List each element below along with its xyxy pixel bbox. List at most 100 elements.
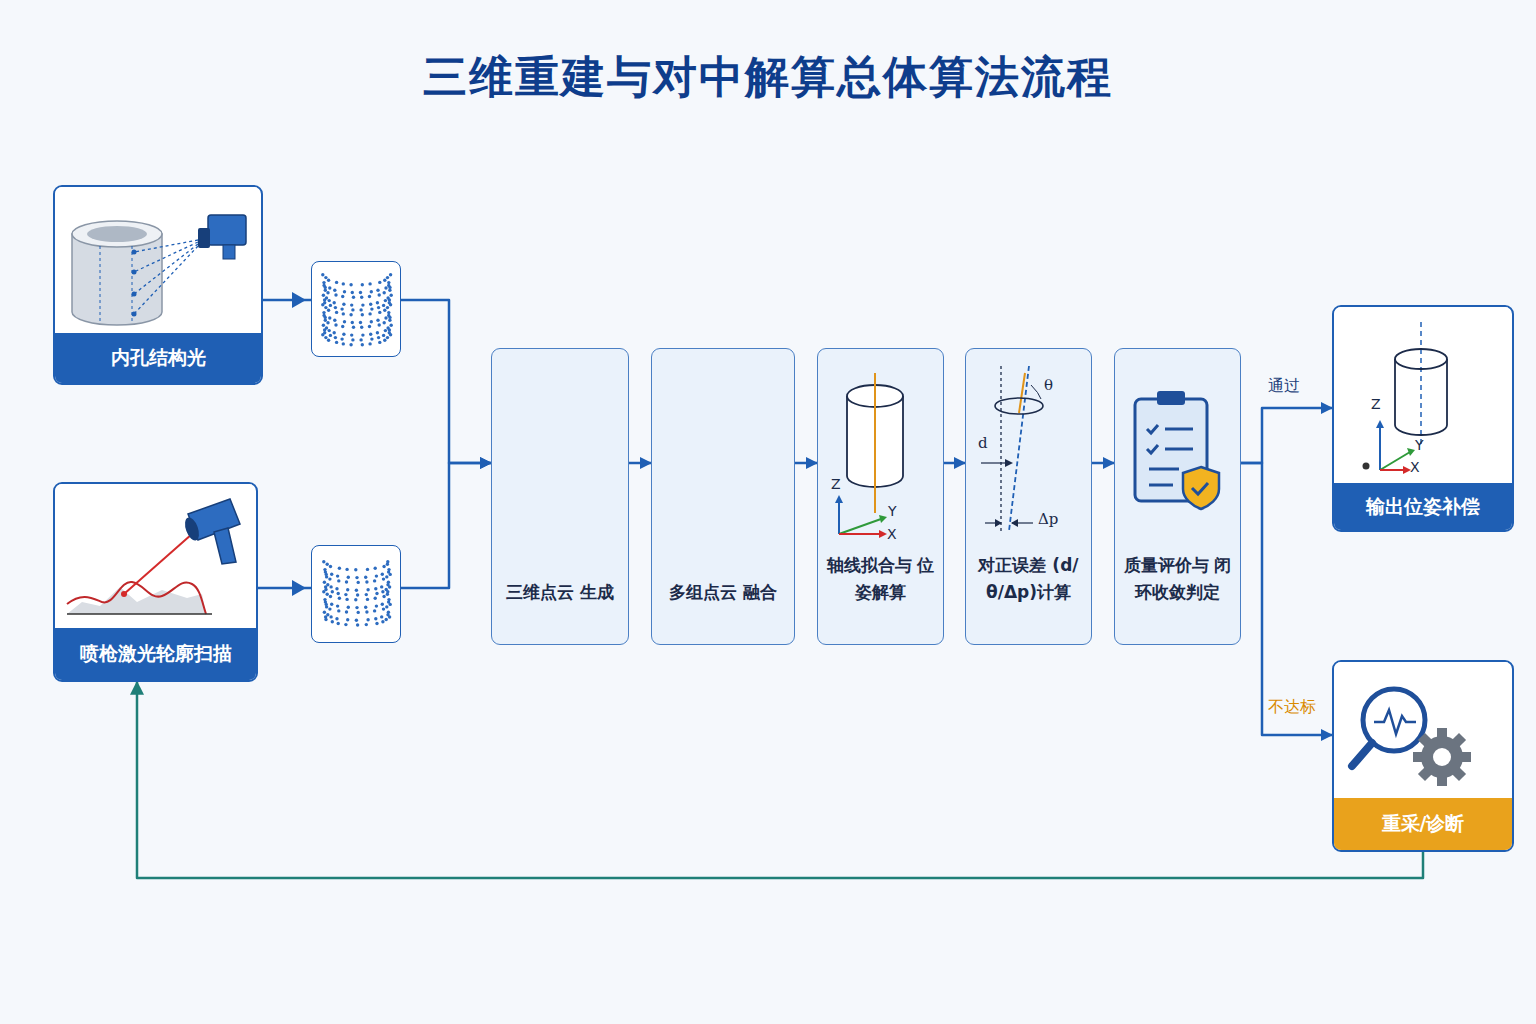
illustration-stroke: [384, 286, 387, 289]
illustration-stroke: [344, 623, 347, 626]
illustration-stroke: [1000, 366, 1001, 531]
flow-connector: [258, 463, 491, 588]
illustration-stroke: [321, 273, 393, 346]
flow-connector: [629, 462, 651, 465]
illustration-stroke: [351, 291, 354, 294]
illustration-stroke: [373, 579, 376, 582]
illustration-stroke: [337, 609, 340, 612]
illustration-stroke: [321, 333, 324, 336]
illustration-stroke: [328, 329, 331, 332]
illustration-stroke: [381, 603, 384, 606]
illustration-stroke: [333, 319, 336, 322]
illustration-stroke: [324, 336, 327, 339]
diagnosis-card: 重采/诊断: [1332, 660, 1514, 852]
illustration-stroke: [67, 613, 212, 615]
illustration-stroke: [337, 579, 340, 582]
illustration-stroke: [380, 585, 383, 588]
node-label: 质量评价与 闭环收敛判定: [1121, 552, 1234, 606]
illustration-stroke: [368, 325, 371, 328]
illustration-stroke: [364, 606, 367, 609]
illustration-stroke: [388, 328, 391, 331]
axis-symbol: θ: [1044, 376, 1053, 394]
illustration-stroke: [387, 281, 390, 284]
node-label: 轴线拟合与 位姿解算: [824, 552, 937, 606]
axis-symbol: X: [887, 526, 897, 542]
illustration-stroke: [359, 338, 362, 341]
illustration-stroke: [331, 590, 334, 593]
illustration-stroke: [335, 311, 338, 314]
illustration-stroke: [384, 299, 387, 302]
illustration-stroke: [995, 519, 1002, 527]
illustration-stroke: [366, 618, 369, 621]
process-box: 轴线拟合与 位姿解算: [817, 348, 944, 645]
illustration-stroke: [1376, 420, 1384, 428]
illustration-stroke: [369, 333, 372, 336]
illustration-stroke: [366, 568, 369, 571]
node-label: 三维点云 生成: [506, 579, 614, 606]
illustration-stroke: [335, 341, 338, 344]
node-label: 内孔结构光: [111, 345, 206, 371]
illustration-stroke: [326, 291, 329, 294]
illustration-stroke: [383, 309, 386, 312]
illustration-stroke: [330, 573, 333, 576]
illustration-stroke: [100, 246, 101, 322]
illustration-stroke: [340, 307, 343, 310]
illustration-stroke: [335, 617, 338, 620]
illustration-stroke: [214, 528, 236, 564]
illustration-stroke: [1420, 322, 1422, 447]
illustration-stroke: [334, 323, 337, 326]
illustration-stroke: [134, 240, 198, 252]
illustration-stroke: [330, 603, 333, 606]
illustration-stroke: [359, 291, 362, 294]
illustration-stroke: [338, 597, 341, 600]
illustration-stroke: [1031, 385, 1041, 399]
illustration-stroke: [335, 281, 338, 284]
illustration-stroke: [357, 611, 360, 614]
illustration-stroke: [374, 597, 377, 600]
illustration-stroke: [327, 339, 330, 342]
illustration-stroke: [1019, 373, 1025, 413]
illustration-stroke: [329, 585, 332, 588]
illustration-stroke: [345, 580, 348, 583]
illustration-stroke: [328, 286, 331, 289]
illustration-stroke: [383, 321, 386, 324]
illustration-stroke: [354, 598, 357, 601]
illustration-stroke: [132, 250, 137, 255]
illustration-stroke: [334, 306, 337, 309]
illustration-stroke: [366, 588, 369, 591]
illustration-stroke: [292, 292, 306, 308]
illustration-stroke: [329, 304, 332, 307]
illustration-stroke: [368, 295, 371, 298]
illustration-stroke: [370, 320, 373, 323]
illustration-stroke: [292, 580, 306, 596]
illustration-stroke: [390, 294, 393, 297]
illustration-stroke: [835, 495, 843, 503]
illustration-stroke: [328, 607, 331, 610]
illustration-stroke: [381, 620, 384, 623]
illustration-stroke: [1157, 391, 1185, 405]
illustration-stroke: [349, 313, 352, 316]
illustration-stroke: [346, 618, 349, 621]
illustration-stroke: [382, 607, 385, 610]
flow-connector: [795, 462, 817, 465]
illustration-stroke: [326, 593, 329, 596]
flow-connector: [1241, 408, 1332, 463]
illustration-stroke: [337, 622, 340, 625]
illustration-stroke: [390, 324, 393, 327]
flow-connector: [944, 462, 965, 465]
illustration-stroke: [369, 303, 372, 306]
illustration-stroke: [351, 321, 354, 324]
illustration-stroke: [383, 291, 386, 294]
illustration-stroke: [355, 606, 358, 609]
illustration-stroke: [325, 605, 328, 608]
illustration-stroke: [342, 312, 345, 315]
flow-connector: [1241, 463, 1332, 735]
edge-label: 通过: [1266, 376, 1302, 397]
illustration-stroke: [324, 319, 327, 322]
axis-symbol: Z: [1371, 396, 1381, 412]
illustration-stroke: [368, 342, 371, 345]
illustration-stroke: [378, 281, 381, 284]
illustration-stroke: [345, 610, 348, 613]
illustration-stroke: [356, 593, 359, 596]
illustration-stroke: [124, 534, 192, 594]
